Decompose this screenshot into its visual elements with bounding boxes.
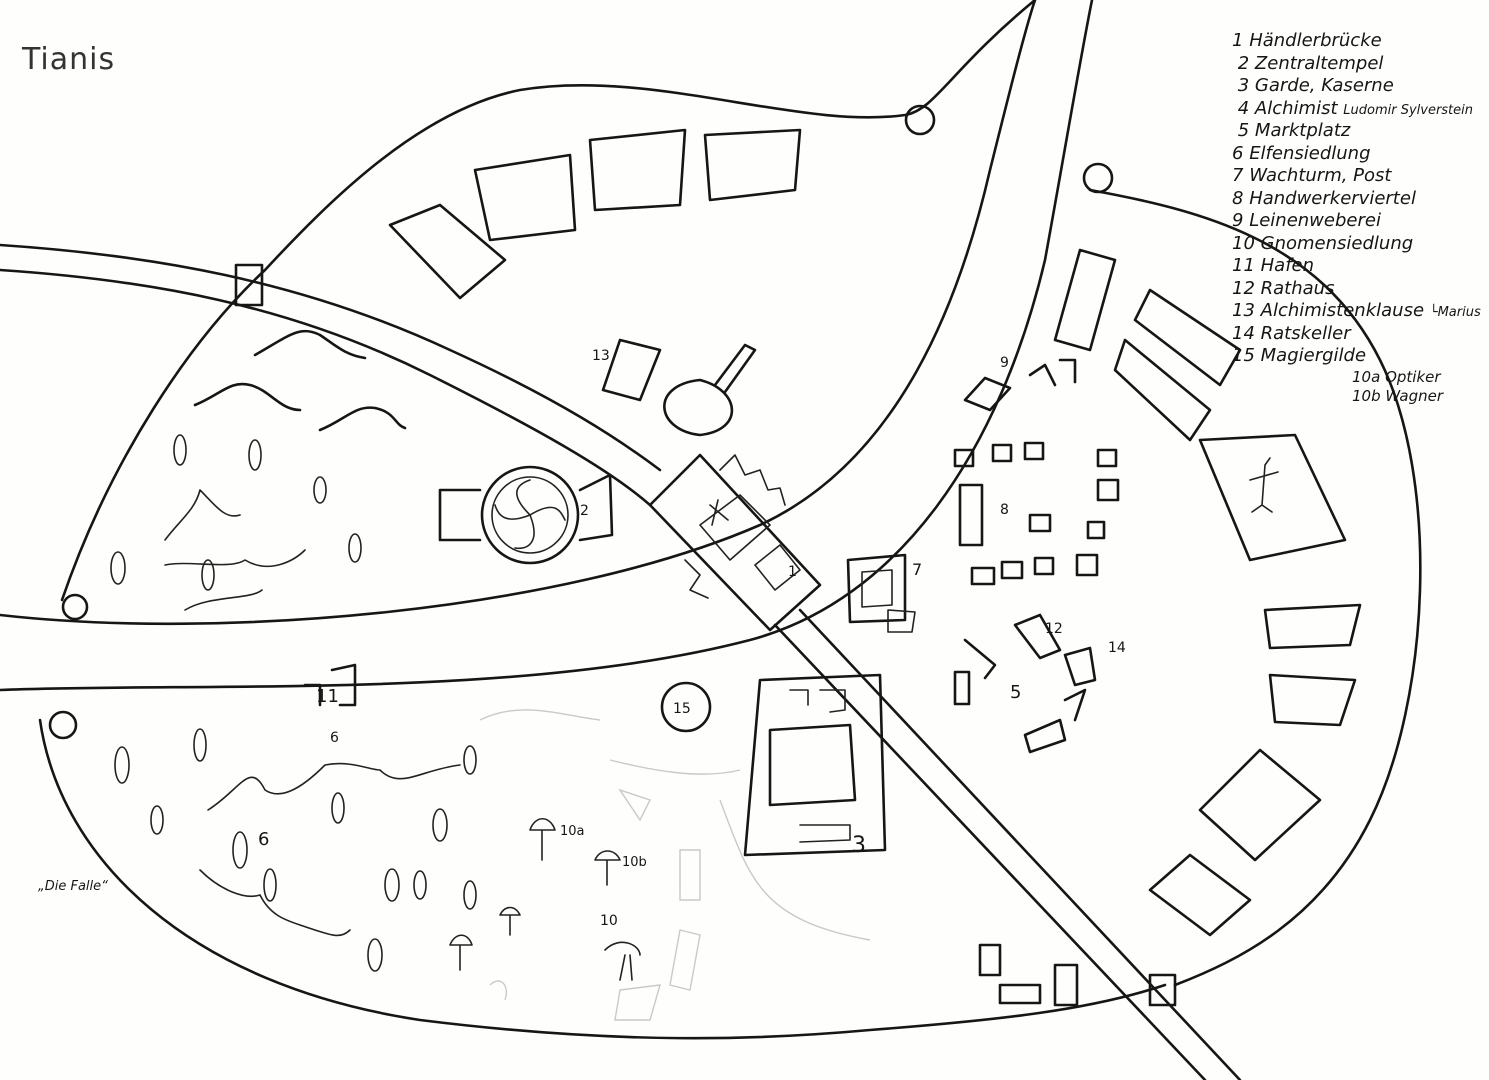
legend-item: 4 Alchimist Ludomir Sylverstein [1237, 97, 1474, 119]
legend-item: 14 Ratskeller [1232, 322, 1351, 344]
city-gates [48, 104, 1177, 1007]
alchemist-hut [601, 338, 662, 402]
watchtower [846, 553, 916, 633]
legend-item: 12 Rathaus [1232, 277, 1335, 299]
label-elves-2: 6 [258, 829, 269, 850]
label-optician: 10a [560, 824, 585, 839]
label-bridge: 1 [788, 564, 797, 580]
merchant-bridge [648, 453, 822, 632]
linen-weaving [963, 358, 1077, 412]
hills [193, 329, 407, 432]
faint-pencil-sketch [479, 709, 871, 1021]
main-road-north [0, 243, 662, 472]
main-road-south [0, 268, 652, 507]
label-elves: 6 [330, 730, 339, 746]
label-trap: „Die Falle“ [38, 879, 108, 894]
southwest-district-outline [38, 718, 1167, 1040]
north-fields [388, 128, 802, 300]
elf-trees [110, 434, 477, 972]
legend-note-marius: └Marius [1429, 305, 1481, 320]
legend-subitem: 10b Wagner [1352, 386, 1444, 405]
legend-item: 3 Garde, Kaserne [1237, 75, 1394, 96]
legend-item: 9 Leinenweberei [1232, 210, 1381, 231]
legend-item: 8 Handwerkerviertel [1232, 187, 1416, 209]
south-east-buildings [978, 943, 1079, 1007]
label-gnomes: 10 [600, 913, 618, 929]
gnome-mushrooms [449, 817, 641, 981]
crafts-quarter [953, 441, 1120, 586]
barracks [743, 673, 887, 857]
legend-item: 6 Elfensiedlung [1232, 142, 1371, 164]
legend-item: 10 Gnomensiedlung [1232, 232, 1414, 254]
legend-item: 2 Zentraltempel [1237, 52, 1384, 74]
alchemist-flask-building [663, 343, 757, 437]
label-barracks: 3 [852, 833, 866, 858]
map-legend: 1 Händlerbrücke 2 Zentraltempel 3 Garde,… [1232, 30, 1481, 406]
legend-item: 11 Hafen [1232, 255, 1315, 276]
label-alchemist-hut: 13 [592, 348, 610, 364]
legend-note-alchemist: Ludomir Sylverstein [1343, 102, 1474, 118]
legend-item: 1 Händlerbrücke [1232, 30, 1382, 51]
label-weaving: 9 [1000, 355, 1009, 371]
north-district-outline [60, 0, 1037, 602]
legend-item: 15 Magiergilde [1232, 345, 1367, 366]
legend-item: 7 Wachturm, Post [1232, 165, 1392, 186]
legend-subitem: 10a Optiker [1352, 367, 1441, 386]
label-harbor: 11 [316, 686, 339, 707]
label-crafts: 8 [1000, 502, 1009, 518]
label-wagner: 10b [622, 855, 647, 870]
label-temple: 2 [580, 503, 589, 519]
mages-guild [660, 681, 712, 733]
elf-path [164, 489, 461, 937]
east-fields [1053, 248, 1362, 937]
label-tower: 7 [912, 560, 922, 579]
river-north-bank [0, 0, 1037, 626]
east-district-outline [1088, 188, 1422, 987]
river-south-bank [0, 0, 1094, 692]
main-road-east-a [798, 608, 1242, 1080]
label-cellar: 14 [1108, 640, 1126, 656]
market-square [953, 613, 1097, 754]
main-road-east-b [773, 623, 1207, 1080]
statue-figure [1249, 457, 1279, 513]
central-temple [438, 465, 614, 565]
label-market: 5 [1010, 682, 1021, 703]
legend-item: 13 Alchimistenklause └Marius [1232, 300, 1481, 321]
label-townhall: 12 [1045, 621, 1063, 637]
legend-item: 5 Marktplatz [1237, 120, 1351, 141]
map-title: Tianis [22, 42, 116, 77]
label-mages: 15 [673, 701, 691, 717]
harbor [303, 663, 357, 707]
